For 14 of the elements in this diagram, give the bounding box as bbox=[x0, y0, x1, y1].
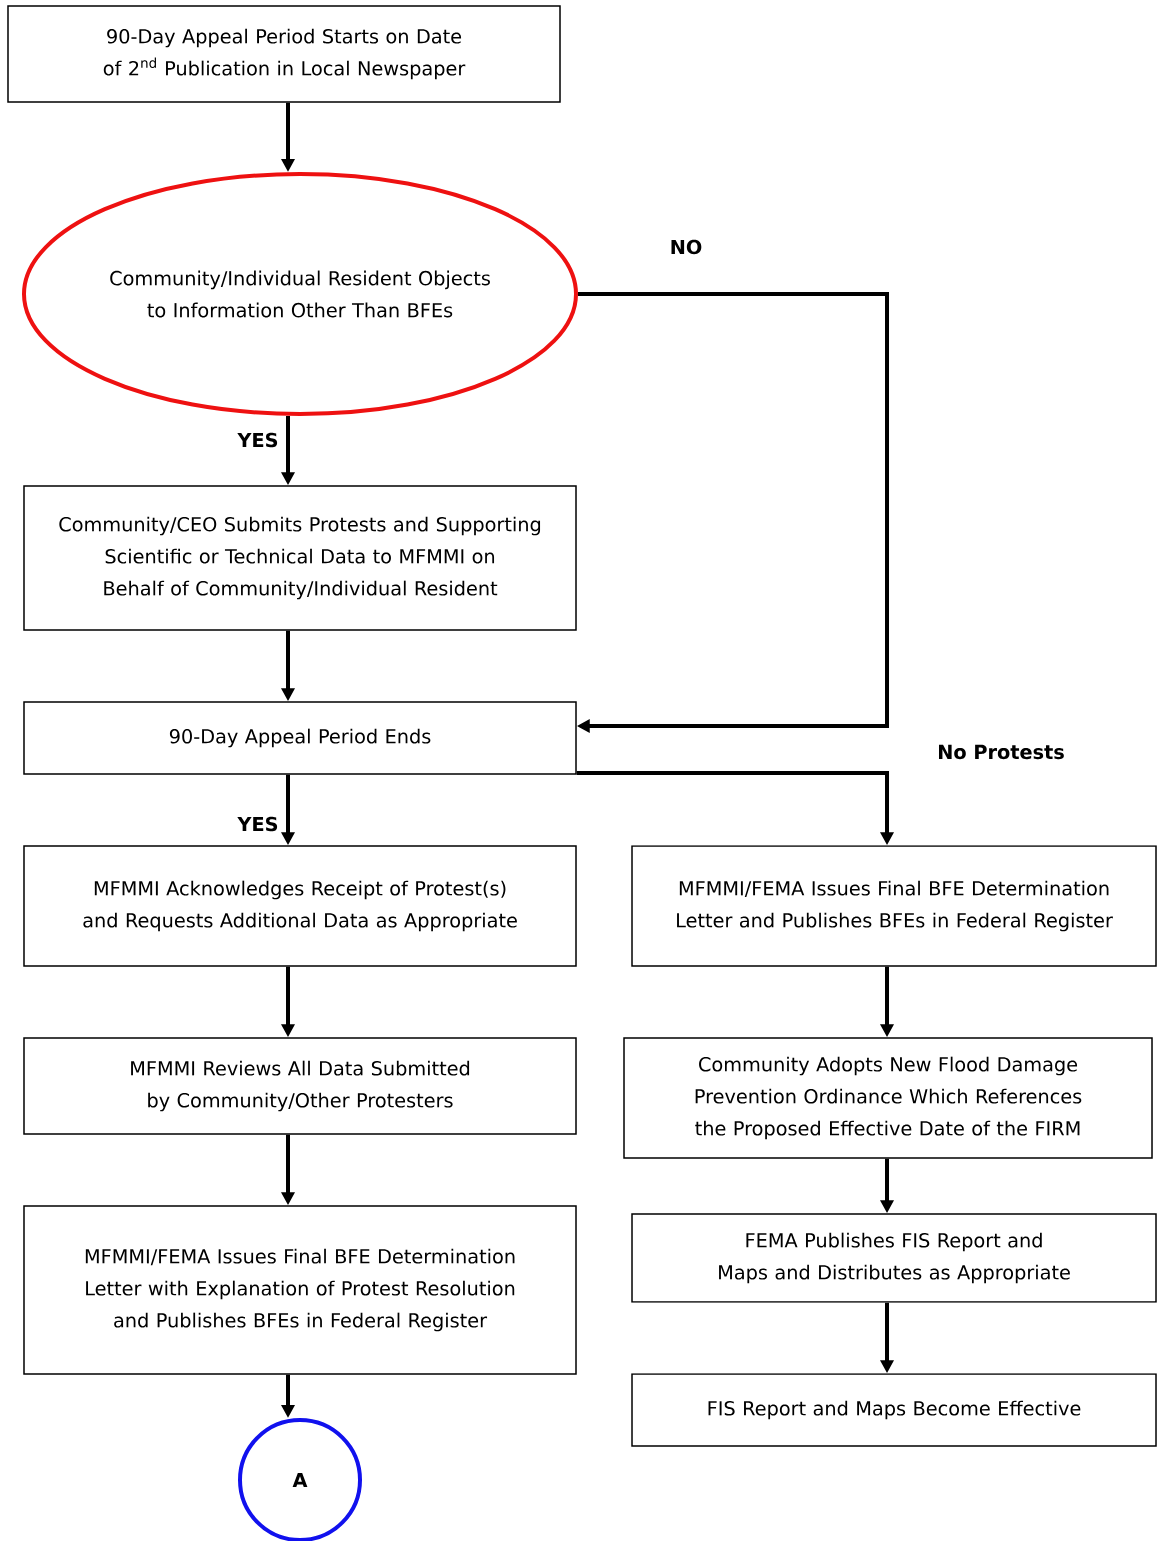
edge-label: NO bbox=[667, 237, 705, 257]
process-box: 90-Day Appeal Period Ends bbox=[23, 701, 577, 775]
process-box: MFMMI Reviews All Data Submitted by Community/Other Protesters bbox=[23, 1037, 577, 1135]
process-box: MFMMI Acknowledges Receipt of Protest(s) and Requests Additional Data as Appropriate bbox=[23, 845, 577, 967]
process-box: MFMMI/FEMA Issues Final BFE Determination Letter with Explanation of Protest Resolution and Publishes BFEs in Federal Register bbox=[23, 1205, 577, 1375]
edge-label: No Protests bbox=[935, 742, 1067, 762]
process-box: Community/CEO Submits Protests and Supporting Scientific or Technical Data to MFMMI on Behalf of Community/Individual Resident bbox=[23, 485, 577, 631]
edge-label: YES bbox=[235, 814, 281, 834]
edge-label: YES bbox=[235, 430, 281, 450]
process-box: MFMMI/FEMA Issues Final BFE Determination Letter and Publishes BFEs in Federal Register bbox=[631, 845, 1157, 967]
process-box: 90-Day Appeal Period Starts on Date of 2$^{nd}$ Publication in Local Newspaper bbox=[7, 5, 561, 103]
process-box: Community Adopts New Flood Damage Prevention Ordinance Which References the Proposed Effective Date of the FIRM bbox=[623, 1037, 1153, 1159]
process-box: FEMA Publishes FIS Report and Maps and Distributes as Appropriate bbox=[631, 1213, 1157, 1303]
process-box: FIS Report and Maps Become Effective bbox=[631, 1373, 1157, 1447]
